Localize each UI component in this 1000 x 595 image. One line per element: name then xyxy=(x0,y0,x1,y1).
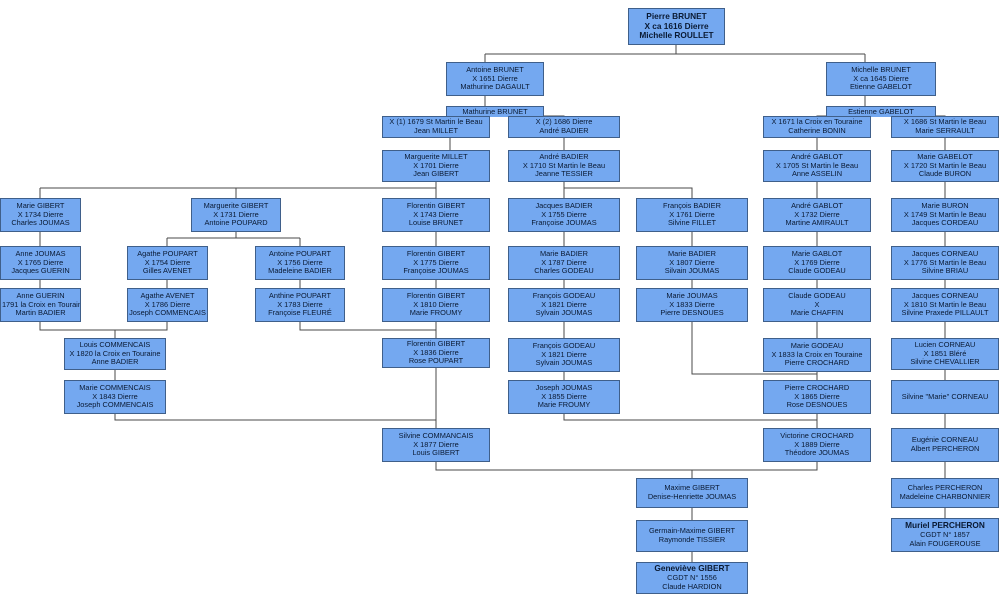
link-louis xyxy=(114,370,436,421)
person-estienne-gabelot: Estienne GABELOT xyxy=(826,106,936,117)
link-root xyxy=(484,45,866,62)
link-badier xyxy=(563,182,693,198)
link-marie-gibert xyxy=(39,232,116,338)
person-anne-guerin: Anne GUERINX 1791 la Croix en TouraineMa… xyxy=(0,288,81,322)
person-mathurine-brunet: Mathurine BRUNET xyxy=(446,106,544,117)
link-francois-badier xyxy=(691,232,817,375)
link-agathe xyxy=(115,280,168,331)
link-marguerite-gibert xyxy=(166,232,301,246)
person-silvine-marie-corneau: Silvine "Marie" CORNEAU xyxy=(891,380,999,414)
link-antoine-poupart xyxy=(299,280,436,331)
link-bottom xyxy=(435,462,818,562)
link-jacques-badier xyxy=(563,232,817,421)
link-millet xyxy=(39,182,437,198)
